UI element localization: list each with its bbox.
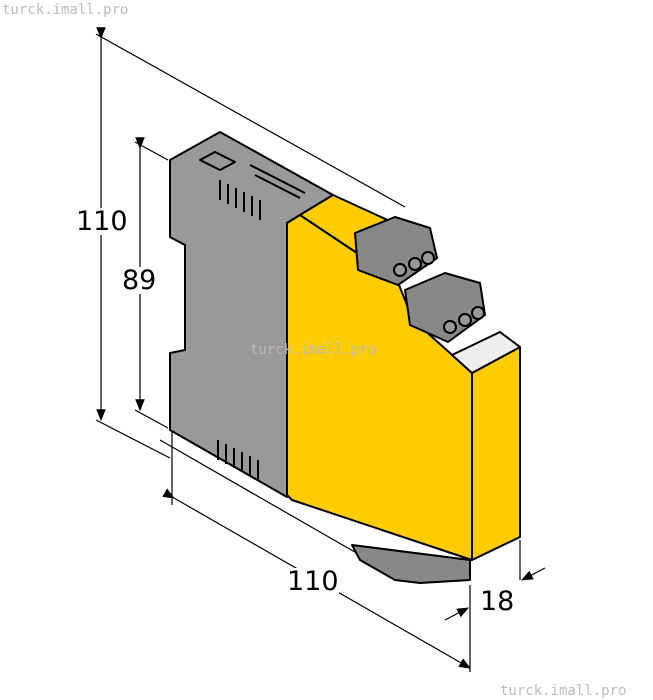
watermark-center: turck.imall.pro	[250, 342, 377, 358]
dimension-width: 18	[480, 586, 515, 617]
dimension-depth: 110	[287, 566, 339, 597]
terminal-block-top	[354, 216, 438, 286]
watermark-top: turck.imall.pro	[2, 2, 129, 18]
dimension-lines	[95, 27, 546, 672]
dimension-height-total: 110	[76, 206, 128, 237]
label-strip	[451, 331, 521, 374]
terminal-block-bottom	[404, 272, 486, 343]
watermark-bottom: turck.imall.pro	[500, 683, 627, 699]
gray-housing	[169, 131, 334, 498]
vent-slots	[217, 164, 306, 480]
yellow-side-face	[471, 346, 521, 561]
dimension-height-inner: 89	[122, 265, 157, 296]
